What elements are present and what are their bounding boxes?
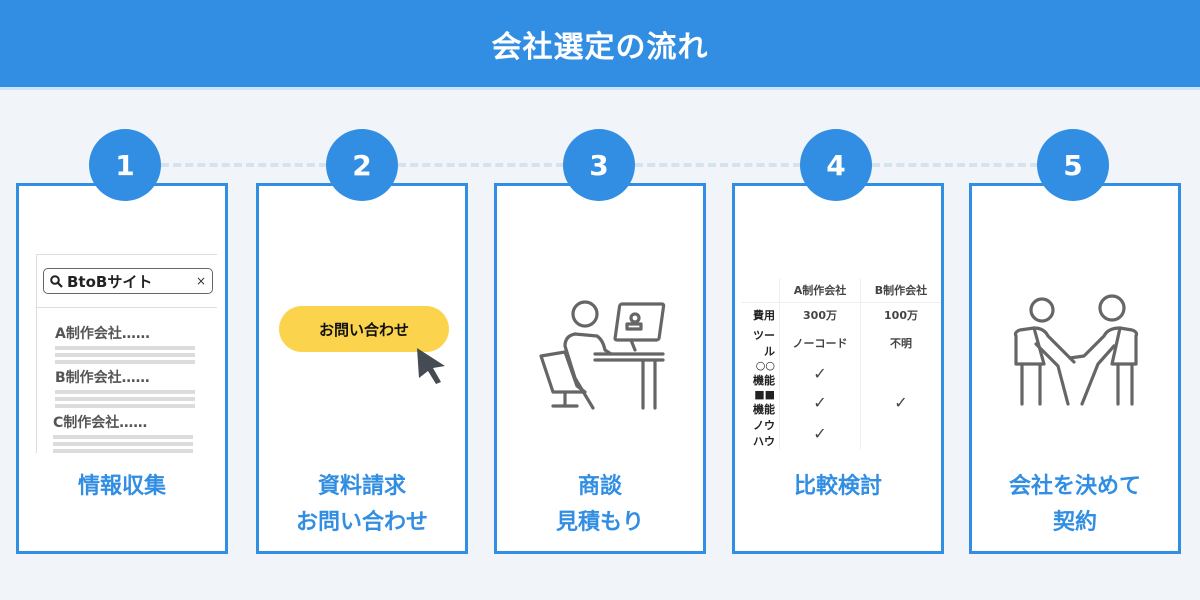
search-icon: [50, 274, 63, 288]
check-icon: ✓: [779, 417, 861, 449]
step-card-2: お問い合わせ 資料請求 お問い合わせ: [256, 183, 468, 554]
contact-button-mock: お問い合わせ: [279, 306, 449, 352]
cursor-arrow-icon: [417, 348, 445, 384]
step-number-2: 2: [326, 129, 398, 201]
search-result: B制作会社……: [55, 367, 195, 408]
column-header: A制作会社: [779, 278, 861, 303]
connector-line: [161, 163, 327, 167]
result-title: B制作会社……: [55, 370, 150, 386]
step-card-3: 商談 見積もり: [494, 183, 706, 554]
search-query: BtoBサイト: [67, 272, 153, 291]
step-card-5: 会社を決めて 契約: [969, 183, 1181, 554]
step-label-5: 会社を決めて 契約: [1008, 474, 1141, 535]
search-input-mock: BtoBサイト ×: [43, 268, 213, 294]
table-row: ○○機能 ✓: [741, 359, 941, 388]
title-banner: 会社選定の流れ: [0, 0, 1200, 90]
check-icon: ✓: [779, 359, 861, 388]
page-title: 会社選定の流れ: [491, 29, 709, 65]
step-number-1: 1: [89, 129, 161, 201]
search-result: C制作会社……: [53, 412, 193, 453]
check-icon: ✓: [779, 388, 861, 417]
table-row: ツール ノーコード 不明: [741, 327, 941, 359]
search-result: A制作会社……: [55, 323, 195, 364]
table-row: ■■機能 ✓ ✓: [741, 388, 941, 417]
table-header-row: A制作会社 B制作会社: [741, 278, 941, 303]
step-number-4: 4: [800, 129, 872, 201]
check-icon: ✓: [860, 388, 941, 417]
table-row: ノウハウ ✓: [741, 417, 941, 449]
comparison-table: A制作会社 B制作会社 費用 300万 100万 ツール ノーコード 不明 ○○…: [741, 278, 941, 449]
connector-line: [872, 163, 1038, 167]
column-header: B制作会社: [860, 278, 941, 303]
step-label-3: 商談 見積もり: [555, 474, 644, 535]
divider: [37, 307, 217, 308]
connector-line: [635, 163, 801, 167]
step-card-1: BtoBサイト × A制作会社…… B制作会社…… C制作会社…… 情報収集: [16, 183, 228, 554]
clear-icon: ×: [195, 274, 206, 288]
step-label-4: 比較検討: [793, 474, 882, 499]
handshake-icon: [1013, 294, 1139, 406]
step-number-3: 3: [563, 129, 635, 201]
step-label-2: 資料請求 お問い合わせ: [295, 474, 428, 535]
table-row: 費用 300万 100万: [741, 302, 941, 327]
step-number-5: 5: [1037, 129, 1109, 201]
result-title: A制作会社……: [55, 326, 150, 342]
connector-line: [398, 163, 564, 167]
step-card-4: A制作会社 B制作会社 費用 300万 100万 ツール ノーコード 不明 ○○…: [732, 183, 944, 554]
person-at-computer-icon: [539, 300, 666, 410]
step-label-1: 情報収集: [77, 474, 166, 499]
search-results-mock: BtoBサイト × A制作会社…… B制作会社…… C制作会社……: [36, 254, 217, 453]
result-title: C制作会社……: [53, 415, 148, 431]
